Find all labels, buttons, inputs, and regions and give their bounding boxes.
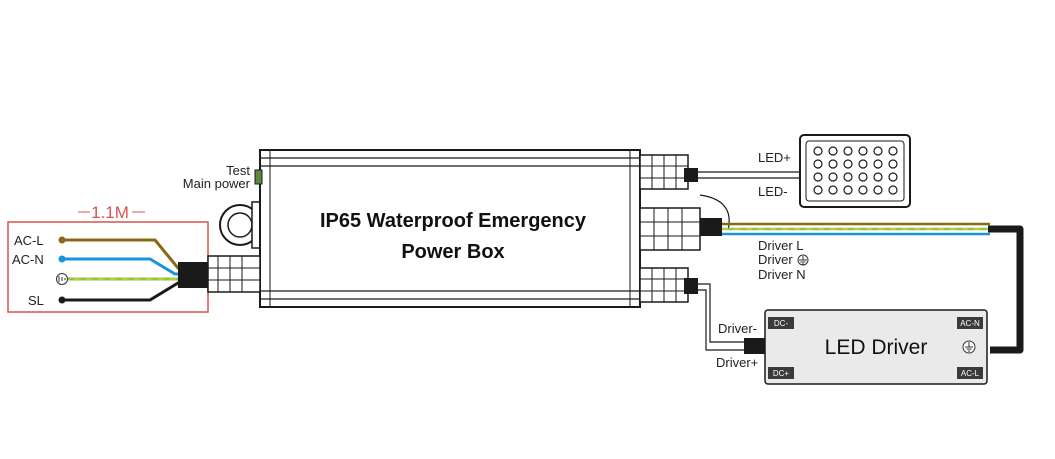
led-dot xyxy=(873,159,883,169)
wire-ac-l xyxy=(62,238,198,270)
led-dot xyxy=(888,146,898,156)
input-labels: AC-L AC-N SL xyxy=(12,233,68,308)
led-driver: LED Driver DC- DC+ AC-N AC-L xyxy=(764,309,988,385)
hanging-ring-icon xyxy=(219,204,261,246)
wire-end-sl xyxy=(58,296,66,304)
driver-ac-wires xyxy=(722,222,1024,354)
led-dot xyxy=(858,159,868,169)
driver-ac-cable xyxy=(988,225,1024,354)
input-cable-sheath xyxy=(178,262,208,288)
terminal-ac-l xyxy=(957,367,983,379)
cable-gland-driver-ac xyxy=(639,194,730,251)
led-dot xyxy=(888,185,898,195)
input-wires xyxy=(58,236,198,304)
label-test: Test xyxy=(226,163,250,178)
label-driver-earth: Driver xyxy=(758,252,793,267)
wire-sl xyxy=(62,281,198,302)
dc-wires xyxy=(698,283,766,354)
led-dot xyxy=(813,172,823,182)
power-box-title-line2: Power Box xyxy=(401,241,504,263)
terminal-ac-n xyxy=(957,317,983,329)
led-dot xyxy=(828,172,838,182)
label-driver-plus: Driver+ xyxy=(716,355,758,370)
label-main-power: Main power xyxy=(183,176,251,191)
terminal-dc-plus-label: DC+ xyxy=(773,369,790,378)
led-dot xyxy=(858,146,868,156)
led-dot xyxy=(828,185,838,195)
led-dot xyxy=(873,185,883,195)
led-output-wires xyxy=(698,171,800,179)
label-led-minus: LED- xyxy=(758,184,788,199)
label-driver-n: Driver N xyxy=(758,267,806,282)
led-driver-title: LED Driver xyxy=(825,336,928,359)
led-dot xyxy=(888,172,898,182)
label-driver-l: Driver L xyxy=(758,238,804,253)
label-ac-l: AC-L xyxy=(14,233,44,248)
led-driver-body xyxy=(764,309,988,385)
led-dot xyxy=(813,146,823,156)
cable-gland-input xyxy=(207,255,261,293)
earth-ground-icon xyxy=(56,273,68,285)
cable-gland-led xyxy=(639,154,698,190)
led-dot xyxy=(843,185,853,195)
terminal-dc-plus xyxy=(768,367,794,379)
led-dot xyxy=(843,146,853,156)
label-ac-n: AC-N xyxy=(12,252,44,267)
power-box-title-line1: IP65 Waterproof Emergency xyxy=(320,210,587,232)
led-dot xyxy=(828,159,838,169)
cable-gland-dc xyxy=(639,267,698,303)
led-dot xyxy=(873,146,883,156)
terminal-dc-minus-label: DC- xyxy=(774,319,789,328)
label-led-plus: LED+ xyxy=(758,150,791,165)
led-dot xyxy=(858,172,868,182)
led-matrix-icon xyxy=(799,134,911,208)
cable-length-label: 1.1M xyxy=(91,203,129,222)
driver-body-earth-icon xyxy=(962,340,976,354)
wire-end-ac-l xyxy=(58,236,66,244)
terminal-ac-n-label: AC-N xyxy=(960,319,980,328)
label-driver-minus: Driver- xyxy=(718,321,757,336)
led-dot xyxy=(888,159,898,169)
label-sl: SL xyxy=(28,293,44,308)
led-dot xyxy=(858,185,868,195)
led-dot xyxy=(843,159,853,169)
terminal-ac-l-label: AC-L xyxy=(961,369,980,378)
wire-end-ac-n xyxy=(58,255,66,263)
dc-connector xyxy=(744,338,766,354)
led-dot xyxy=(873,172,883,182)
power-box: IP65 Waterproof Emergency Power Box xyxy=(219,149,641,308)
led-dot xyxy=(843,172,853,182)
led-dot xyxy=(813,185,823,195)
driver-earth-icon xyxy=(797,254,809,266)
led-dot xyxy=(828,146,838,156)
test-button-indicator xyxy=(254,169,263,185)
led-dot xyxy=(813,159,823,169)
terminal-dc-minus xyxy=(768,317,794,329)
